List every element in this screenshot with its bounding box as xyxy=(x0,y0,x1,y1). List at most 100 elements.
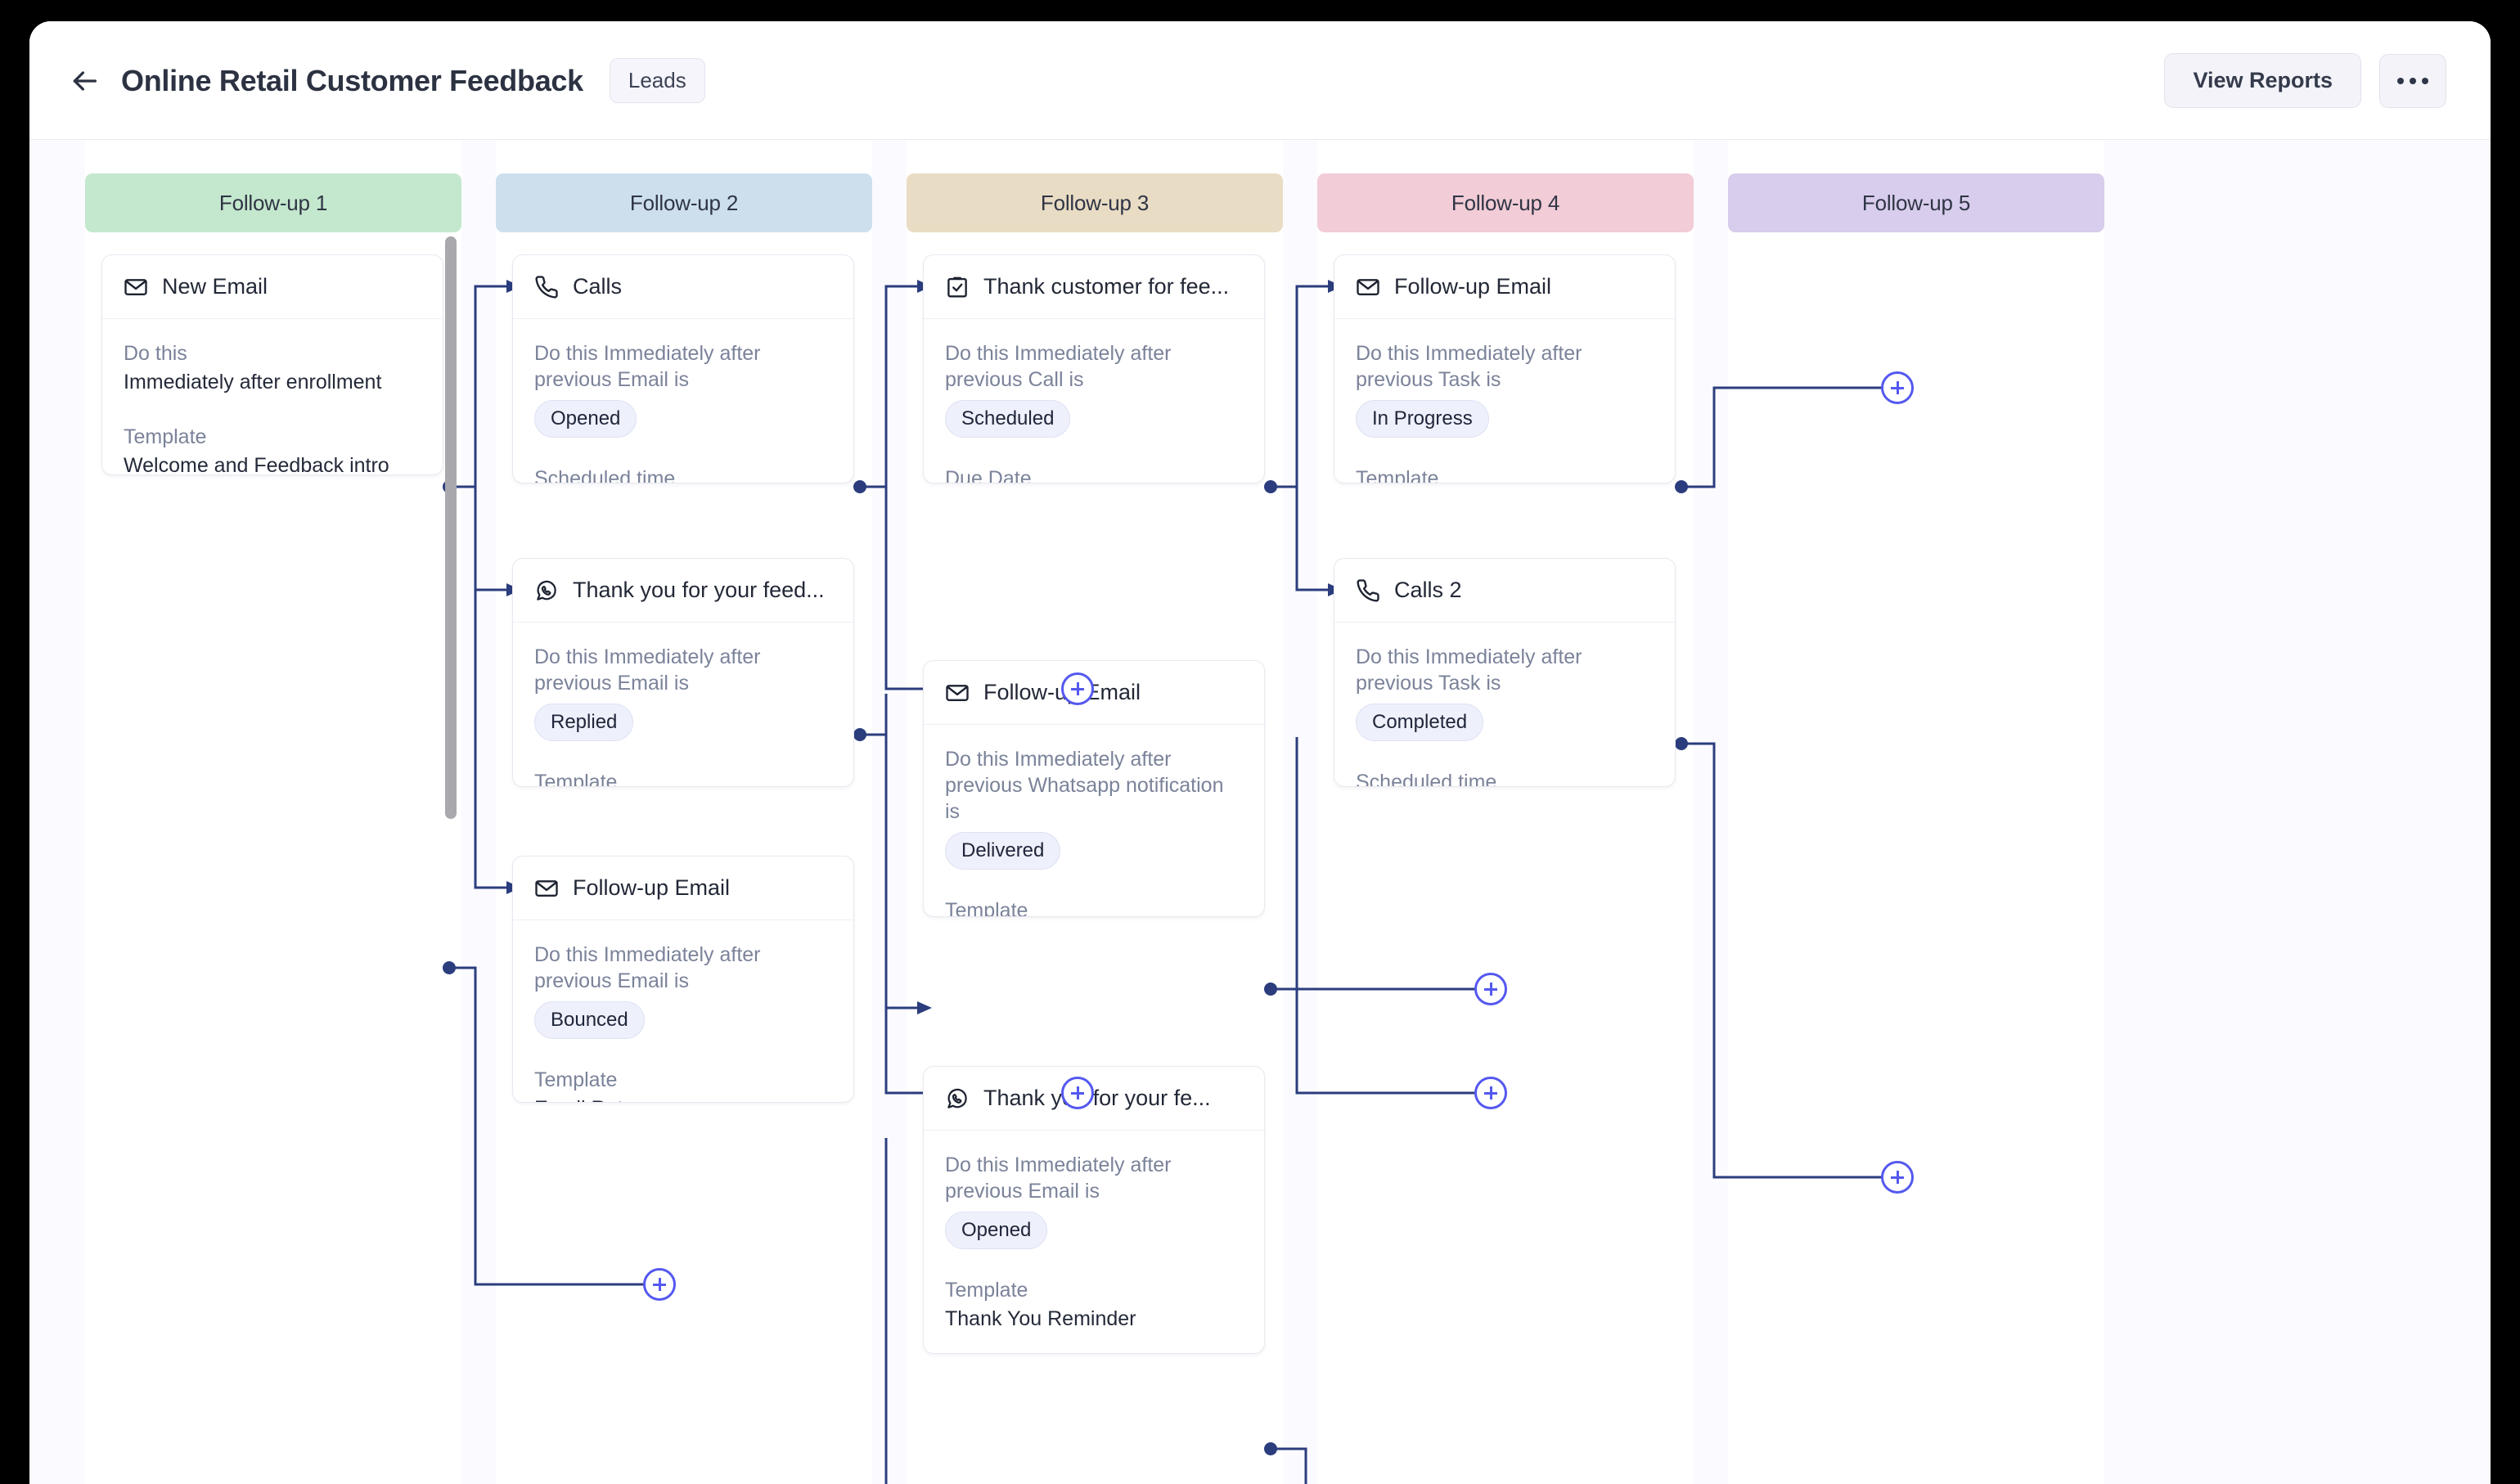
card-title: Thank you for your fe... xyxy=(983,1086,1211,1110)
card-title: Thank you for your feed... xyxy=(573,578,825,602)
field-label: Do this Immediately after previous Email… xyxy=(534,943,761,992)
card-body: Do this Immediately after previous Task … xyxy=(1334,319,1675,483)
header-left-group: Online Retail Customer Feedback Leads xyxy=(67,21,705,140)
field-label: Template xyxy=(945,899,1028,916)
card-field: Scheduled time 1 Business Day after Trig… xyxy=(534,465,832,483)
add-node-button[interactable] xyxy=(1881,1161,1914,1194)
field-label: Do this Immediately after previous Whats… xyxy=(945,748,1224,823)
column-header-1[interactable]: Follow-up 1 xyxy=(85,173,461,232)
field-label: Template xyxy=(534,771,618,786)
card-header: Follow-up Email xyxy=(513,857,853,920)
dot xyxy=(2397,77,2404,84)
field-value: Thank You Reminder xyxy=(945,1307,1136,1330)
app-header: Online Retail Customer Feedback Leads Vi… xyxy=(29,21,2491,140)
task-icon xyxy=(945,275,970,299)
card-body: Do this Immediately after enrollment Tem… xyxy=(102,319,443,474)
page-title: Online Retail Customer Feedback xyxy=(121,63,583,97)
card-header: Thank you for your feed... xyxy=(513,559,853,623)
envelope-icon xyxy=(534,876,559,901)
card-field: Template Welcome and Feedback intro xyxy=(124,424,421,475)
envelope-icon xyxy=(1356,275,1380,299)
workflow-node-card[interactable]: New Email Do this Immediately after enro… xyxy=(101,254,443,475)
field-label: Do this Immediately after previous Email… xyxy=(945,1153,1172,1203)
field-label: Template xyxy=(124,425,207,448)
column-header-3[interactable]: Follow-up 3 xyxy=(907,173,1283,232)
dot xyxy=(2422,77,2428,84)
workflow-node-card[interactable]: Calls Do this Immediately after previous… xyxy=(512,254,854,483)
card-body: Do this Immediately after previous Email… xyxy=(513,920,853,1102)
card-field: Template Email Retry xyxy=(534,1067,832,1102)
field-label: Do this Immediately after previous Email… xyxy=(534,342,761,391)
card-body: Do this Immediately after previous Task … xyxy=(1334,623,1675,786)
envelope-icon xyxy=(945,681,970,705)
workflow-node-card[interactable]: Thank you for your fe... Do this Immedia… xyxy=(923,1066,1265,1354)
card-field: Do this Immediately after previous Task … xyxy=(1356,644,1654,741)
card-title: Follow-up Email xyxy=(1394,274,1552,299)
column-header-5[interactable]: Follow-up 5 xyxy=(1728,173,2104,232)
card-body: Do this Immediately after previous Email… xyxy=(513,623,853,786)
column-lane-5 xyxy=(1728,140,2104,1484)
card-title: Follow-up Email xyxy=(573,875,731,900)
workflow-node-card[interactable]: Follow-up Email Do this Immediately afte… xyxy=(923,660,1265,917)
workflow-node-card[interactable]: Follow-up Email Do this Immediately afte… xyxy=(512,856,854,1103)
field-value: Immediately after enrollment xyxy=(124,371,382,393)
card-title: Calls 2 xyxy=(1394,578,1462,602)
status-chip: Bounced xyxy=(534,1001,645,1039)
add-node-button[interactable] xyxy=(1474,1077,1507,1109)
field-label: Do this Immediately after previous Task … xyxy=(1356,342,1582,391)
view-reports-button[interactable]: View Reports xyxy=(2164,53,2361,108)
status-chip: In Progress xyxy=(1356,400,1489,438)
workflow-node-card[interactable]: Thank you for your feed... Do this Immed… xyxy=(512,558,854,787)
dot xyxy=(2410,77,2416,84)
field-value: Email Retry xyxy=(534,1095,832,1102)
add-node-button[interactable] xyxy=(1474,973,1507,1005)
column-header-2[interactable]: Follow-up 2 xyxy=(496,173,872,232)
card-field: Template Final Feedback Request xyxy=(1356,465,1654,483)
card-header: New Email xyxy=(102,255,443,319)
ellipsis-icon[interactable] xyxy=(2379,53,2446,108)
add-node-button[interactable] xyxy=(1881,371,1914,404)
arrow-left-icon[interactable] xyxy=(67,64,101,98)
status-chip: Completed xyxy=(1356,704,1484,741)
card-header: Follow-up Email xyxy=(1334,255,1675,319)
card-field: Do this Immediately after enrollment xyxy=(124,340,421,396)
card-field: Do this Immediately after previous Call … xyxy=(945,340,1243,438)
card-field: Template Thank You Reminder xyxy=(945,1277,1243,1333)
card-body: Do this Immediately after previous Whats… xyxy=(924,725,1264,916)
whatsapp-icon xyxy=(534,578,559,603)
card-header: Calls 2 xyxy=(1334,559,1675,623)
card-header: Thank you for your fe... xyxy=(924,1067,1264,1131)
field-label: Scheduled time xyxy=(1356,771,1497,786)
field-label: Scheduled time xyxy=(534,467,676,483)
add-node-button[interactable] xyxy=(1061,1077,1094,1109)
card-field: Template Feedback Acknowledgement xyxy=(534,769,832,786)
card-title: Thank customer for fee... xyxy=(983,274,1230,299)
card-body: Do this Immediately after previous Call … xyxy=(924,319,1264,483)
workflow-node-card[interactable]: Follow-up Email Do this Immediately afte… xyxy=(1334,254,1676,483)
header-right-group: View Reports xyxy=(2164,21,2446,140)
card-field: Do this Immediately after previous Email… xyxy=(945,1152,1243,1249)
field-label: Do this Immediately after previous Call … xyxy=(945,342,1172,391)
card-header: Thank customer for fee... xyxy=(924,255,1264,319)
add-node-button[interactable] xyxy=(643,1268,676,1301)
workflow-canvas[interactable]: Follow-up 1 Follow-up 2 Follow-up 3 Foll… xyxy=(29,140,2491,1484)
status-chip: Replied xyxy=(534,704,634,741)
status-chip: Opened xyxy=(945,1212,1048,1249)
card-field: Scheduled time 1 Business Day after Trig… xyxy=(1356,769,1654,786)
field-label: Do this Immediately after previous Task … xyxy=(1356,645,1582,695)
card-field: Do this Immediately after previous Task … xyxy=(1356,340,1654,438)
add-node-button[interactable] xyxy=(1061,672,1094,705)
card-title: New Email xyxy=(162,274,268,299)
vertical-scrollbar[interactable] xyxy=(445,236,457,819)
card-field: Do this Immediately after previous Whats… xyxy=(945,746,1243,870)
workflow-node-card[interactable]: Thank customer for fee... Do this Immedi… xyxy=(923,254,1265,483)
workflow-node-card[interactable]: Calls 2 Do this Immediately after previo… xyxy=(1334,558,1676,787)
field-label: Due Date xyxy=(945,467,1032,483)
field-label: Template xyxy=(534,1068,618,1091)
card-field: Do this Immediately after previous Email… xyxy=(534,644,832,741)
column-header-4[interactable]: Follow-up 4 xyxy=(1317,173,1694,232)
card-field: Do this Immediately after previous Email… xyxy=(534,942,832,1039)
card-field: Due Date 1 Business Day after Trigger Da… xyxy=(945,465,1243,483)
module-badge[interactable]: Leads xyxy=(609,58,705,103)
phone-icon xyxy=(1356,578,1380,603)
